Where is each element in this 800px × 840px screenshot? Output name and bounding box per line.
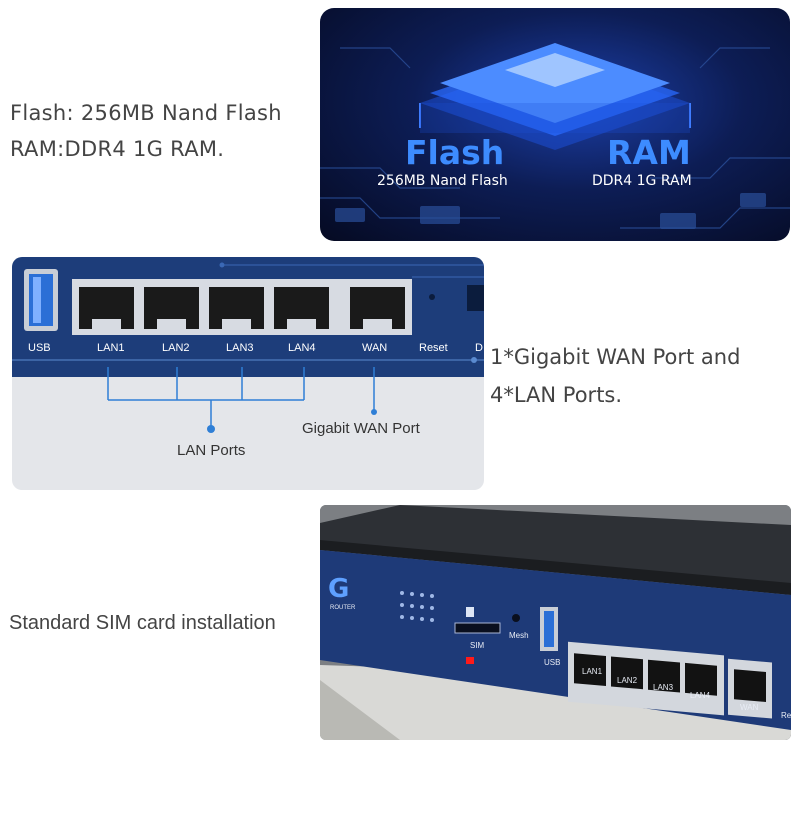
wan-port-callout: Gigabit WAN Port bbox=[302, 420, 420, 437]
port-label-wan: WAN bbox=[362, 342, 388, 354]
lan-ports-callout: LAN Ports bbox=[177, 442, 246, 459]
wan-spec-line: 1*Gigabit WAN Port and bbox=[490, 345, 741, 369]
port-label-lan1: LAN1 bbox=[97, 342, 125, 354]
ram-subtitle: DDR4 1G RAM bbox=[592, 173, 692, 189]
ports-image: USB LAN1 LAN2 LAN3 LAN4 WAN Reset D LAN … bbox=[12, 257, 484, 490]
sim-installation-text: Standard SIM card installation bbox=[9, 612, 276, 634]
lan-spec-line: 4*LAN Ports. bbox=[490, 383, 623, 407]
usb-label: USB bbox=[544, 658, 561, 667]
port-label-lan2: LAN2 bbox=[162, 342, 190, 354]
ram-spec-line: RAM:DDR4 1G RAM. bbox=[10, 137, 225, 161]
port-label-lan4: LAN4 bbox=[288, 342, 316, 354]
re-label: Re bbox=[781, 711, 791, 720]
wan-label: WAN bbox=[740, 703, 759, 712]
svg-text:G: G bbox=[328, 574, 349, 604]
lan1-label: LAN1 bbox=[582, 667, 603, 676]
ram-title: RAM bbox=[607, 133, 691, 172]
memory-spec-text: Flash: 256MB Nand Flash RAM:DDR4 1G RAM. bbox=[10, 95, 282, 167]
ports-spec-text: 1*Gigabit WAN Port and 4*LAN Ports. bbox=[490, 338, 740, 414]
port-label-d: D bbox=[475, 342, 483, 354]
flash-subtitle: 256MB Nand Flash bbox=[377, 173, 508, 189]
mesh-label: Mesh bbox=[509, 631, 529, 640]
port-label-usb: USB bbox=[28, 342, 51, 354]
router-brand-label: ROUTER bbox=[330, 605, 356, 611]
port-label-reset: Reset bbox=[419, 342, 448, 354]
router-photo-illustration: G bbox=[320, 505, 791, 740]
flash-spec-line: Flash: 256MB Nand Flash bbox=[10, 101, 282, 125]
usb-port-icon bbox=[24, 269, 58, 331]
ports-illustration bbox=[12, 262, 484, 433]
lan4-label: LAN4 bbox=[690, 691, 711, 700]
lan3-label: LAN3 bbox=[653, 683, 674, 692]
lan2-label: LAN2 bbox=[617, 676, 638, 685]
router-photo: G ROUTER SIM Mesh USB LAN1 LAN2 LAN3 LAN… bbox=[320, 505, 791, 740]
memory-chip-image: Flash RAM 256MB Nand Flash DDR4 1G RAM bbox=[320, 8, 790, 241]
chip-illustration bbox=[320, 43, 790, 229]
reset-button-icon bbox=[429, 294, 435, 300]
ethernet-ports-icon bbox=[72, 279, 412, 335]
flash-title: Flash bbox=[405, 133, 505, 172]
dc-jack-icon bbox=[467, 285, 484, 311]
port-label-lan3: LAN3 bbox=[226, 342, 254, 354]
sim-label: SIM bbox=[470, 641, 485, 650]
